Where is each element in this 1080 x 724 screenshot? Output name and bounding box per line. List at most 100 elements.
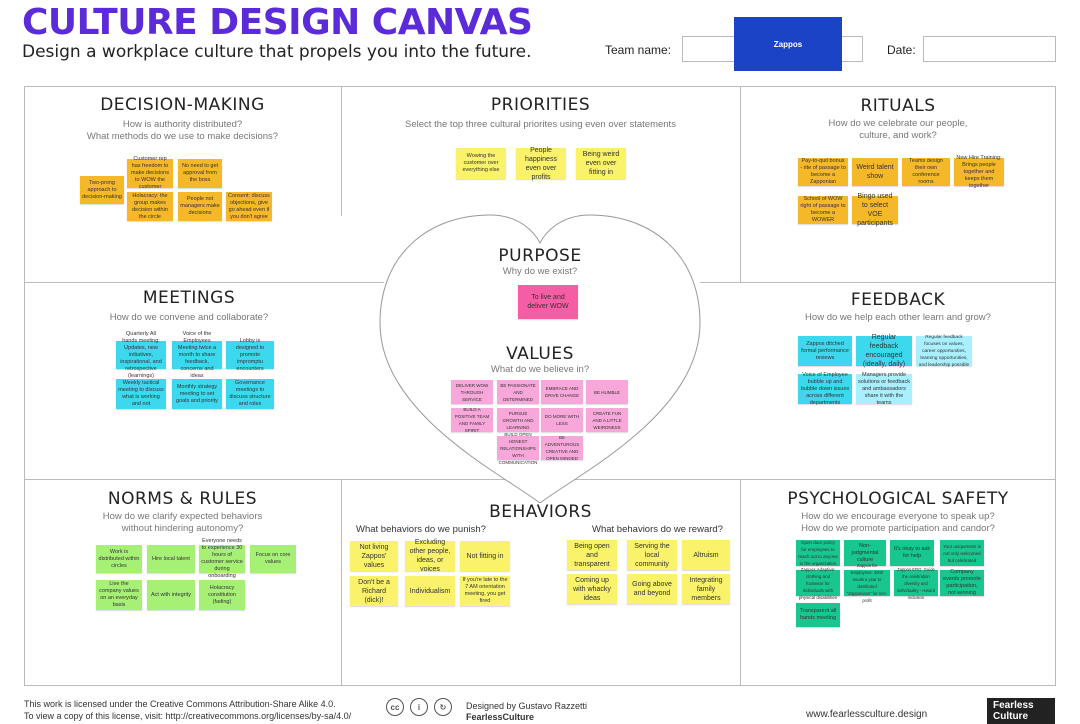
sticky-note[interactable]: Governance meetings to discuss structure… <box>226 379 274 409</box>
section-question: How do we celebrate our people, <box>828 118 968 129</box>
section-title: RITUALS <box>860 96 936 116</box>
sticky-note[interactable]: Managers provide solutions or feedback a… <box>856 372 912 406</box>
purpose-section: PURPOSE Why do we exist? <box>440 246 640 278</box>
logo-line: Culture <box>993 711 1028 722</box>
sticky-note[interactable]: No need to get approval from the boss <box>178 159 222 188</box>
date-field[interactable] <box>923 36 1056 62</box>
sticky-note[interactable]: Being open and transparent <box>567 540 617 570</box>
page-title: CULTURE DESIGN CANVAS <box>22 2 533 43</box>
sticky-note[interactable]: Holacracy: the group makes decision with… <box>127 192 173 221</box>
values-section: VALUES What do we believe in? <box>440 344 640 376</box>
sticky-note[interactable]: Transparent all hands meeting <box>796 603 840 627</box>
sticky-note[interactable]: Don't be a Richard (dick)! <box>350 576 398 606</box>
sticky-note[interactable]: Work is distributed within circles <box>96 545 142 573</box>
sticky-note[interactable]: Voice of the Employees Meeting twice a m… <box>172 331 222 379</box>
sticky-note[interactable]: Your uniqueness is not only welcomed but… <box>940 540 984 566</box>
section-question: How do we encourage everyone to speak up… <box>801 511 995 522</box>
sticky-note[interactable]: Lobby is designed to promote impromptu e… <box>226 338 274 372</box>
canvas-board <box>24 86 1056 686</box>
section-question: How do we clarify expected behaviors <box>102 511 263 522</box>
norms-rules-section: NORMS & RULES How do we clarify expected… <box>24 489 341 535</box>
value-note[interactable]: DO MORE WITH LESS <box>541 408 583 432</box>
sticky-note[interactable]: Zappos ERG: Guide the celebration divers… <box>894 567 938 600</box>
sticky-note[interactable]: Regular feedback focuses on values, care… <box>916 335 972 368</box>
value-note[interactable]: BE ADVENTUROUS CREATIVE AND OPEN MINDED <box>541 435 583 461</box>
sticky-note[interactable]: People happiness even over profits <box>516 147 566 181</box>
divider <box>341 86 342 216</box>
rituals-section: RITUALS How do we celebrate our people, … <box>740 96 1056 142</box>
value-note[interactable]: BUILD OPEN HONEST RELATIONSHIPS WITH COM… <box>497 432 539 465</box>
section-title: PSYCHOLOGICAL SAFETY <box>787 489 1009 509</box>
sticky-note[interactable]: Regular feedback encouraged (ideally, da… <box>856 334 912 368</box>
section-title: PURPOSE <box>498 246 582 266</box>
sticky-note[interactable]: Everyone needs to experience 30 hours of… <box>199 538 245 579</box>
sticky-note[interactable]: Focus on core values <box>250 545 296 573</box>
divider <box>24 282 384 283</box>
sticky-note[interactable]: Zappos for Employees: 4000 meals a year … <box>844 563 890 603</box>
sticky-note[interactable]: Live the company values on an everyday b… <box>96 580 142 610</box>
sticky-note[interactable]: Bingo used to select VOE participants <box>852 193 898 227</box>
sticky-note[interactable]: New Hire Training: Brings people togethe… <box>954 155 1004 189</box>
sticky-note[interactable]: Customer rep has freedom to make decisio… <box>127 156 173 190</box>
sticky-note[interactable]: Company events promote participation, no… <box>940 569 984 596</box>
sticky-note[interactable]: Pay-to-quit bonus - rite of passage to b… <box>798 158 848 186</box>
sticky-note[interactable]: Excluding other people, ideas, or voices <box>405 539 455 573</box>
share-alike-icon: ↻ <box>434 698 452 716</box>
sticky-note[interactable]: Going above and beyond <box>627 574 677 604</box>
sticky-note[interactable]: Teams design their own conference rooms <box>902 158 950 186</box>
sticky-note[interactable]: Hire local talent <box>147 545 195 573</box>
sticky-note[interactable]: Weekly tactical meeting to discuss what … <box>116 379 166 409</box>
sticky-note[interactable]: Not living Zappos' values <box>350 541 398 571</box>
sticky-note[interactable]: Individualism <box>405 576 455 606</box>
value-note[interactable]: CREATE FUN AND A LITTLE WEIRDNESS <box>586 408 628 432</box>
sticky-note[interactable]: Consent: discuss objections, give go ahe… <box>226 192 272 221</box>
sticky-note[interactable]: Act with integrity <box>147 580 195 610</box>
sticky-note[interactable]: Holacracy constitution (fading) <box>199 580 245 610</box>
sticky-note[interactable]: Wowing the customer over everything else <box>456 148 506 179</box>
designer-credit: Designed by Gustavo Razzetti <box>466 701 588 711</box>
website-link[interactable]: www.fearlessculture.design <box>806 709 928 720</box>
sticky-note[interactable]: School of WOW right of passage to become… <box>798 196 848 224</box>
section-question: Why do we exist? <box>502 266 578 277</box>
section-title: DECISION-MAKING <box>100 95 265 115</box>
value-note[interactable]: EMBRACE AND DRIVE CHANGE <box>541 380 583 404</box>
sticky-note[interactable]: Not fitting in <box>460 541 510 571</box>
brand-name: FearlessCulture <box>466 712 535 722</box>
sticky-note[interactable]: If you're late to the 7 AM orientation m… <box>460 576 510 606</box>
value-note[interactable]: DELIVER WOW THROUGH SERVICE <box>451 380 493 404</box>
sticky-note[interactable]: People not managers make decisions <box>178 192 222 221</box>
sticky-note[interactable]: Integrating family members <box>682 574 730 604</box>
sticky-note[interactable]: Weird talent show <box>852 158 898 186</box>
section-question: How do we help each other learn and grow… <box>805 312 991 323</box>
sticky-note[interactable]: Two-prong approach to decision-making <box>80 176 124 204</box>
license-link[interactable]: To view a copy of this license, visit: h… <box>24 711 352 721</box>
sticky-note[interactable]: Serving the local community <box>627 540 677 570</box>
purpose-note[interactable]: To live and deliver WOW <box>518 285 578 319</box>
sticky-note[interactable]: Voice of Employee bubble up and bubble d… <box>798 372 852 406</box>
reward-heading: What behaviors do we reward? <box>592 524 723 535</box>
sticky-note[interactable]: Zappos Adaptive: clothing and footwear f… <box>796 567 840 600</box>
license-text: This work is licensed under the Creative… <box>24 699 336 709</box>
decision-making-section: DECISION-MAKING How is authority distrib… <box>24 95 341 143</box>
sticky-note[interactable]: Monthly strategy meeting to set goals an… <box>172 379 222 409</box>
behaviors-section: BEHAVIORS <box>341 502 740 522</box>
sticky-note[interactable]: Coming up with whacky ideas <box>567 574 617 604</box>
sticky-note[interactable]: Quarterly All hands meeting: Updates, ne… <box>116 331 166 379</box>
sticky-note[interactable]: Open door policy for employees to reach … <box>796 540 840 566</box>
value-note[interactable]: BE PASSIONATE AND DETERMINED <box>497 380 539 404</box>
value-note[interactable]: PURSUE GROWTH AND LEARNING <box>497 408 539 432</box>
section-question: How do we promote participation and cand… <box>801 523 995 534</box>
sticky-note[interactable]: Altruism <box>682 540 730 570</box>
section-title: PRIORITIES <box>490 95 591 115</box>
date-label: Date: <box>887 43 916 57</box>
section-question: without hindering autonomy? <box>121 523 244 534</box>
value-note[interactable]: BUILD A POSITIVE TEAM AND FAMILY SPIRIT <box>451 407 493 433</box>
team-name-label: Team name: <box>605 43 672 57</box>
cc-icon: cc <box>386 698 404 716</box>
sticky-note[interactable]: It's okay to ask for help <box>890 540 934 566</box>
value-note[interactable]: BE HUMBLE <box>586 380 628 404</box>
sticky-note[interactable]: Being weird even over fitting in <box>576 148 626 179</box>
sticky-note[interactable]: Non-judgmental culture <box>844 540 886 566</box>
section-question: What methods do we use to make decisions… <box>86 131 279 142</box>
sticky-note[interactable]: Zappos ditched formal performance review… <box>798 336 852 366</box>
